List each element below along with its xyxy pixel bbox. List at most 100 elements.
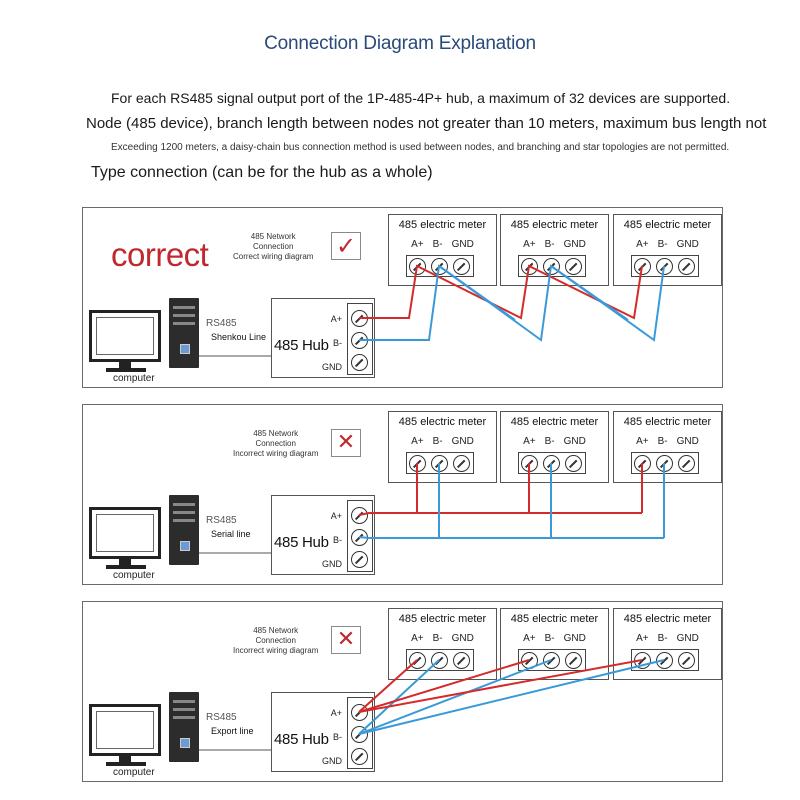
wire-b-minus-star [358, 659, 440, 735]
network-caption-line-2: Connection [252, 242, 294, 251]
terminal-label-b: B- [544, 436, 555, 447]
terminal-label-a: A+ [523, 633, 536, 644]
hub-terminal-label-a: A+ [330, 708, 342, 718]
hub-terminal-label-gnd: GND [322, 559, 342, 569]
computer: computer [89, 495, 199, 585]
network-caption-line-1: 485 Network [250, 232, 296, 241]
screw-terminal-icon [409, 652, 426, 669]
terminal-label-b: B- [544, 239, 555, 250]
pc-tower-icon [169, 692, 199, 762]
meter-title: 485 electric meter [398, 613, 487, 625]
wiring [199, 463, 665, 554]
electric-meter-3: 485 electric meter A+ B- GND [613, 214, 722, 286]
terminal-block [518, 255, 586, 277]
wiring [199, 659, 665, 751]
meter-title: 485 electric meter [398, 416, 487, 428]
electric-meter-2: 485 electric meter A+ B- GND [500, 214, 609, 286]
meter-terminal-labels: A+ B- GND [389, 239, 496, 250]
cross-mark-icon: ✕ [331, 429, 361, 457]
pc-tower-icon [169, 495, 199, 565]
terminal-label-a: A+ [636, 436, 649, 447]
screw-terminal-icon [678, 258, 695, 275]
screw-terminal-icon [453, 652, 470, 669]
monitor-base [106, 368, 146, 372]
network-caption-line-2: Connection [255, 439, 296, 448]
wire-a-plus-star [358, 659, 418, 713]
terminal-label-a: A+ [636, 633, 649, 644]
electric-meter-2: 485 electric meter A+ B- GND [500, 608, 609, 680]
terminal-label-gnd: GND [451, 239, 474, 250]
terminal-label-a: A+ [411, 239, 424, 250]
terminal-label-a: A+ [523, 436, 536, 447]
wire-b-minus-star [358, 659, 552, 735]
monitor-icon [89, 704, 161, 756]
terminal-label-b: B- [657, 633, 668, 644]
meter-terminal-labels: A+ B- GND [389, 436, 496, 447]
meter-title: 485 electric meter [510, 219, 599, 231]
screw-terminal-icon [565, 455, 582, 472]
terminal-block [631, 649, 699, 671]
intro-text-line-1: For each RS485 signal output port of the… [111, 90, 731, 106]
screw-terminal-icon [678, 455, 695, 472]
terminal-block [406, 649, 474, 671]
hub: 485 Hub A+ B- GND [271, 495, 375, 575]
screw-terminal-icon [351, 354, 368, 371]
terminal-label-gnd: GND [676, 633, 699, 644]
monitor-stand [119, 756, 131, 763]
cable-label: Export line [211, 726, 254, 736]
wiring [199, 264, 665, 357]
hub-terminal-label-a: A+ [330, 511, 342, 521]
monitor-stand [119, 559, 131, 566]
screw-terminal-icon [565, 652, 582, 669]
network-caption-line-3: Incorrect wiring diagram [233, 449, 319, 458]
verdict-mark-icon: ✕ [336, 627, 356, 652]
pc-tower-icon [169, 298, 199, 368]
computer-label: computer [113, 373, 155, 384]
wire-a-plus [359, 264, 643, 320]
computer: computer [89, 692, 199, 782]
wire-b-return [550, 265, 629, 321]
terminal-label-gnd: GND [676, 436, 699, 447]
network-caption-line-1: 485 Network [253, 429, 299, 438]
rs485-label: RS485 [206, 712, 237, 723]
hub-terminal-block [347, 500, 373, 572]
terminal-label-gnd: GND [563, 633, 586, 644]
hub-name: 485 Hub [274, 731, 329, 748]
monitor-icon [89, 507, 161, 559]
terminal-label-gnd: GND [676, 239, 699, 250]
terminal-label-gnd: GND [451, 436, 474, 447]
hub-terminal-label-a: A+ [330, 314, 342, 324]
verdict-mark-icon: ✕ [336, 430, 356, 455]
meter-terminal-labels: A+ B- GND [501, 633, 608, 644]
terminal-label-a: A+ [411, 633, 424, 644]
network-caption-line-2: Connection [255, 636, 296, 645]
network-caption-line-1: 485 Network [253, 626, 299, 635]
wire-a-plus-bus [358, 512, 642, 516]
electric-meter-1: 485 electric meter A+ B- GND [388, 608, 497, 680]
hub-name: 485 Hub [274, 534, 329, 551]
wire-b-minus [359, 264, 665, 342]
network-caption: 485 Network Connection Incorrect wiring … [233, 429, 318, 459]
wire-b-minus-star [358, 659, 665, 735]
meter-terminal-labels: A+ B- GND [501, 239, 608, 250]
verdict-word: correct [111, 236, 209, 273]
monitor-base [106, 565, 146, 569]
wire-b-return [438, 265, 516, 321]
hub-terminal-label-b: B- [333, 535, 342, 545]
screw-terminal-icon [565, 258, 582, 275]
hub: 485 Hub A+ B- GND [271, 298, 375, 378]
terminal-label-a: A+ [411, 436, 424, 447]
wire-a-plus-star [358, 659, 643, 713]
wiring-panel-correct: correct 485 Network Connection Correct w… [82, 207, 723, 388]
section-label: Type connection (can be for the hub as a… [91, 164, 433, 181]
terminal-label-b: B- [657, 436, 668, 447]
screw-terminal-icon [656, 652, 673, 669]
terminal-label-gnd: GND [563, 436, 586, 447]
terminal-label-a: A+ [523, 239, 536, 250]
rs485-label: RS485 [206, 318, 237, 329]
screw-terminal-icon [453, 258, 470, 275]
network-caption: 485 Network Connection Correct wiring di… [233, 232, 313, 262]
computer-label: computer [113, 570, 155, 581]
terminal-label-gnd: GND [451, 633, 474, 644]
hub-name: 485 Hub [274, 337, 329, 354]
